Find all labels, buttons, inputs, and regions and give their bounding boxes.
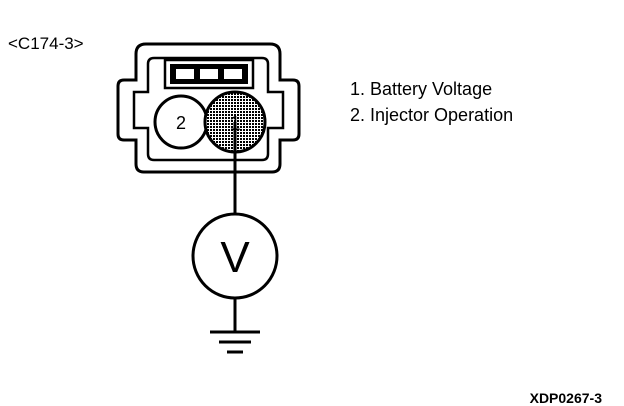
voltmeter: V	[191, 212, 279, 300]
pin-2: 2	[153, 94, 209, 150]
locking-tab	[163, 58, 255, 90]
pin-2-number: 2	[176, 113, 186, 133]
voltmeter-symbol: V	[220, 233, 250, 282]
legend-item-injector-operation: 2. Injector Operation	[350, 105, 514, 125]
ground-symbol	[210, 330, 260, 354]
connector-label: <C174-3>	[8, 34, 84, 53]
pin-legend: 1. Battery Voltage 2. Injector Operation	[350, 76, 513, 128]
figure-code: XDP0267-3	[529, 390, 602, 406]
legend-item-battery-voltage: 1. Battery Voltage	[350, 79, 493, 99]
